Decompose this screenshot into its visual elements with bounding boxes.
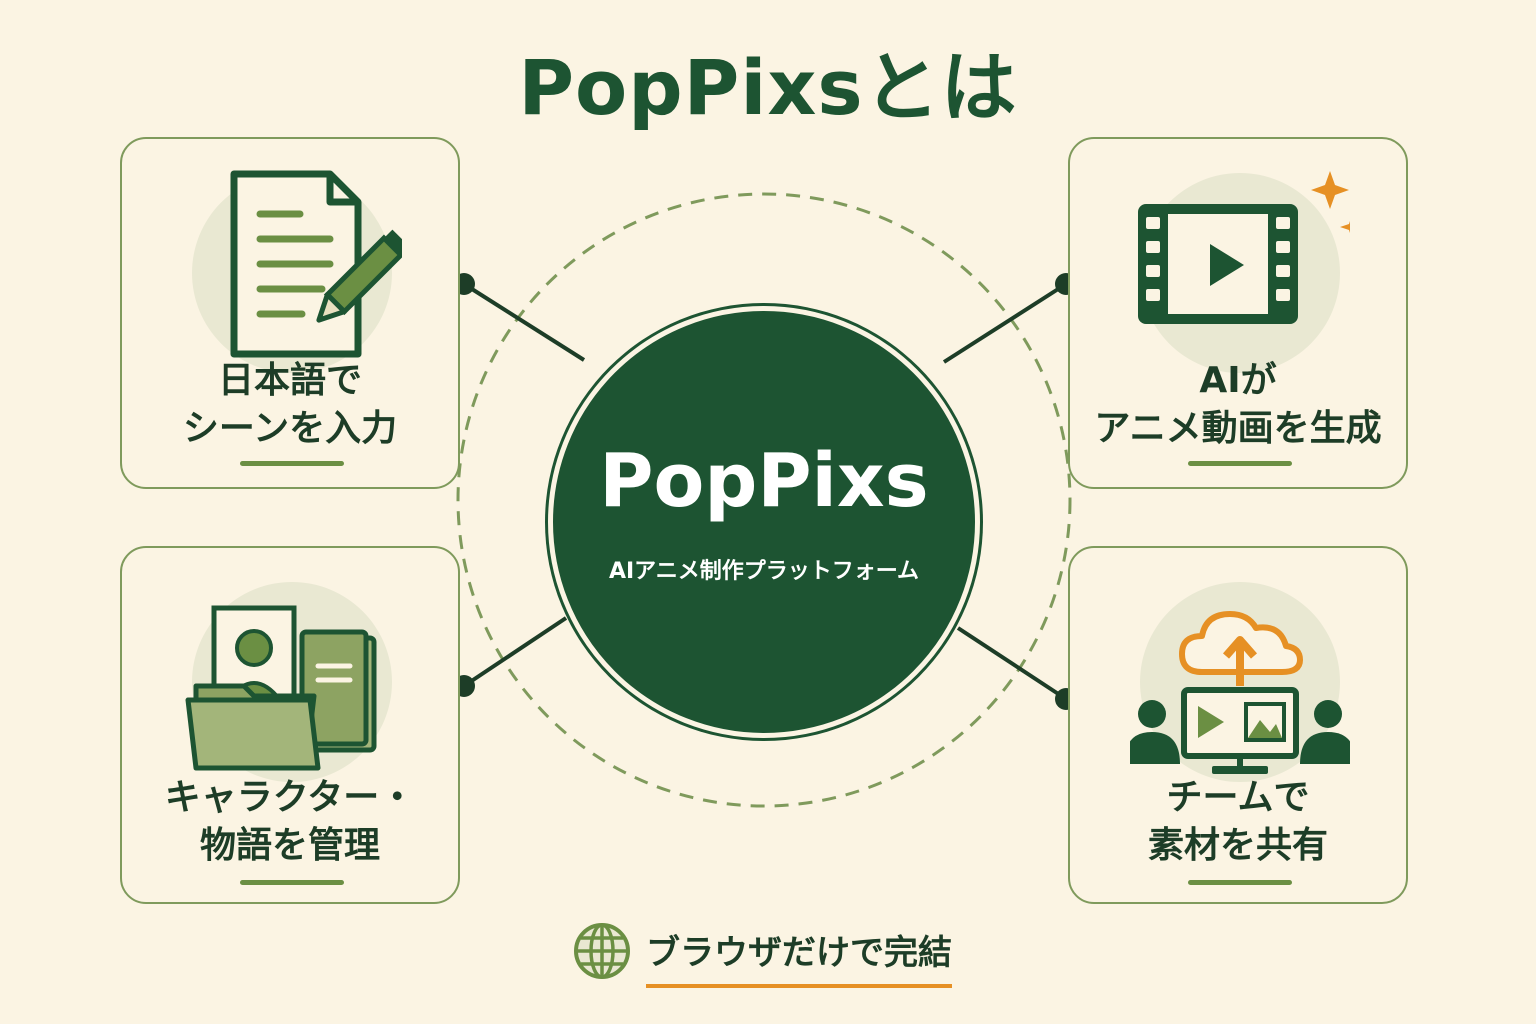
card-label: 日本語で シーンを入力 bbox=[122, 357, 458, 453]
card-label-line2: 素材を共有 bbox=[1147, 825, 1328, 866]
card-label-line1: 日本語で bbox=[217, 360, 362, 401]
card-label-line1: チームで bbox=[1166, 777, 1310, 818]
page-title: PopPixsとは bbox=[518, 43, 1018, 132]
card-label: チームで 素材を共有 bbox=[1070, 774, 1406, 870]
feature-card-team-share: チームで 素材を共有 bbox=[1068, 546, 1408, 904]
connector-bottom-right bbox=[956, 626, 1068, 701]
connector-top-left bbox=[462, 282, 586, 362]
folder-portrait-book-icon bbox=[185, 605, 377, 771]
connector-bottom-left bbox=[462, 616, 568, 688]
card-label-line1: キャラクター・ bbox=[164, 777, 416, 818]
central-hub: PopPixs AIアニメ制作プラットフォーム bbox=[548, 306, 980, 738]
card-label: キャラクター・ 物語を管理 bbox=[122, 774, 458, 870]
feature-card-ai-generate: AIが アニメ動画を生成 bbox=[1068, 137, 1408, 489]
film-play-sparkle-icon bbox=[1138, 171, 1350, 324]
feature-card-scene-input: 日本語で シーンを入力 bbox=[120, 137, 460, 489]
globe-icon bbox=[574, 923, 630, 979]
card-label: AIが アニメ動画を生成 bbox=[1070, 357, 1406, 453]
document-pencil-icon bbox=[230, 170, 402, 358]
card-underline bbox=[1188, 461, 1292, 466]
card-label-line2: シーンを入力 bbox=[182, 408, 398, 449]
connector-top-right bbox=[942, 282, 1068, 364]
card-label-line2: アニメ動画を生成 bbox=[1094, 408, 1382, 449]
footer: ブラウザだけで完結 bbox=[572, 918, 952, 988]
hub-name: PopPixs bbox=[599, 438, 929, 524]
dashed-orbit bbox=[456, 192, 1072, 808]
card-label-line2: 物語を管理 bbox=[199, 825, 380, 866]
cloud-upload-team-monitor-icon bbox=[1130, 611, 1350, 774]
card-label-line1: AIが bbox=[1199, 360, 1277, 401]
feature-card-character-story: キャラクター・ 物語を管理 bbox=[120, 546, 460, 904]
card-underline bbox=[1188, 880, 1292, 885]
card-underline bbox=[240, 880, 344, 885]
card-underline bbox=[240, 461, 344, 466]
hub-subtitle: AIアニメ制作プラットフォーム bbox=[608, 559, 920, 584]
footer-text: ブラウザだけで完結 bbox=[646, 928, 952, 988]
